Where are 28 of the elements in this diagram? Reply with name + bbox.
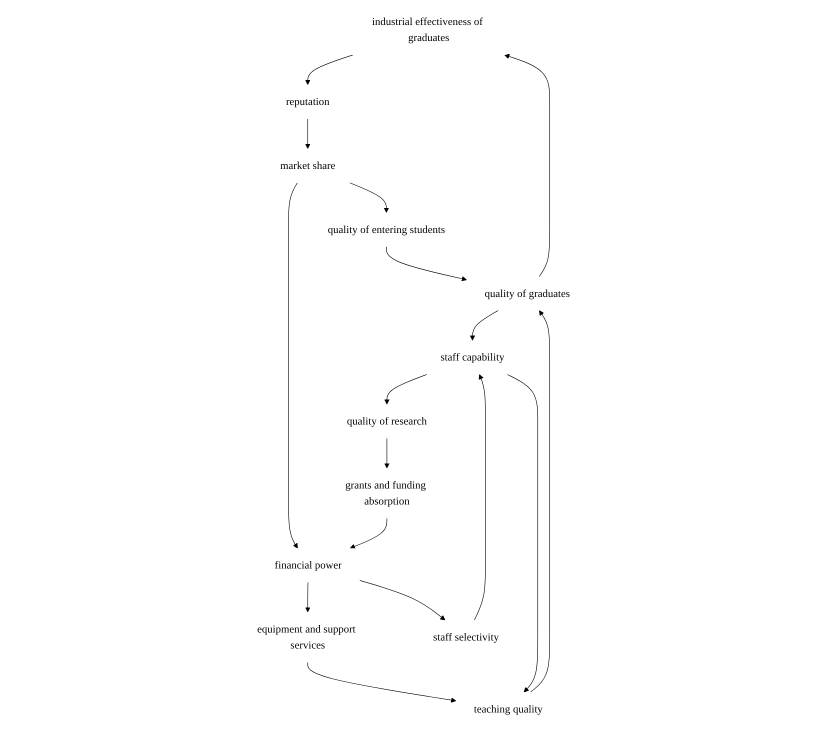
arrow xyxy=(530,310,550,692)
node-text: quality of entering students xyxy=(328,223,446,236)
arrow xyxy=(307,662,456,703)
node-text: grants and funding absorption xyxy=(345,478,426,508)
arrow xyxy=(384,438,390,468)
node-text: reputation xyxy=(286,96,330,108)
arrow xyxy=(349,182,389,213)
arrow xyxy=(384,374,428,405)
arrow xyxy=(506,374,538,692)
node-text: quality of research xyxy=(346,415,427,428)
arrow xyxy=(305,582,310,612)
node-text: staff selectivity xyxy=(433,630,499,643)
arrow xyxy=(350,518,388,549)
arrow xyxy=(474,374,486,621)
arrow xyxy=(305,54,354,86)
arrow xyxy=(288,182,298,548)
node-text: financial power xyxy=(274,559,342,571)
arrow xyxy=(470,310,498,341)
arrow xyxy=(386,246,467,282)
arrow xyxy=(305,118,310,149)
arrow xyxy=(359,580,446,620)
node-text: industrial effectiveness of graduates xyxy=(372,16,483,44)
node-text: quality of graduates xyxy=(484,287,570,300)
node-text: staff capability xyxy=(440,351,504,364)
node-text: teaching quality xyxy=(474,702,543,715)
arrow xyxy=(504,54,550,277)
node-text: market share xyxy=(280,159,336,172)
node-text: equipment and support services xyxy=(257,622,356,651)
